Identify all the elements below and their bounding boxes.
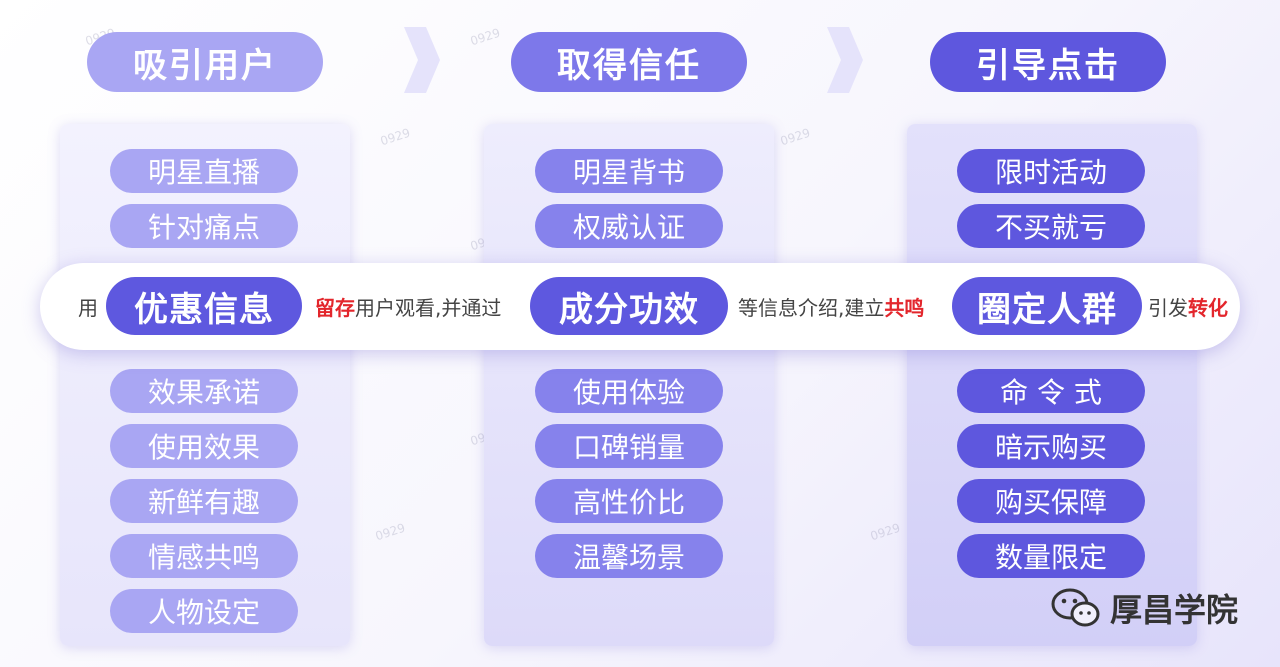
highlight-text: 留存 — [315, 296, 355, 320]
summary-text: 用户观看,并通过 — [355, 296, 502, 320]
brand-logo: 厚昌学院 — [1050, 585, 1238, 631]
tactic-pill: 明星背书 — [535, 149, 723, 193]
watermark: 0929 — [378, 125, 412, 149]
chevron-right-icon — [827, 27, 863, 93]
tactic-pill: 使用效果 — [110, 424, 298, 468]
stage-title-click: 引导点击 — [930, 32, 1166, 92]
tactic-pill: 人物设定 — [110, 589, 298, 633]
tactic-pill: 明星直播 — [110, 149, 298, 193]
highlight-pill-offer: 优惠信息 — [106, 277, 302, 335]
watermark: 0929 — [373, 520, 407, 544]
summary-text: 等信息介绍,建立共鸣 — [738, 292, 924, 321]
tactic-pill: 使用体验 — [535, 369, 723, 413]
summary-text: 引发 — [1148, 296, 1188, 320]
stage-title-trust: 取得信任 — [511, 32, 747, 92]
tactic-pill: 高性价比 — [535, 479, 723, 523]
tactic-pill: 购买保障 — [957, 479, 1145, 523]
summary-text: 用 — [78, 296, 98, 320]
highlight-pill-ingredients: 成分功效 — [530, 277, 728, 335]
wechat-icon — [1051, 588, 1100, 627]
tactic-pill: 口碑销量 — [535, 424, 723, 468]
summary-text: 引发转化 — [1148, 292, 1228, 321]
tactic-pill: 效果承诺 — [110, 369, 298, 413]
tactic-pill: 不买就亏 — [957, 204, 1145, 248]
highlight-text: 转化 — [1188, 296, 1228, 320]
tactic-pill: 命 令 式 — [957, 369, 1145, 413]
watermark: 0929 — [468, 25, 502, 49]
highlight-text: 共鸣 — [884, 296, 925, 320]
watermark: 0929 — [868, 520, 902, 544]
stage-title-attract: 吸引用户 — [87, 32, 323, 92]
tactic-pill: 限时活动 — [957, 149, 1145, 193]
tactic-pill: 新鲜有趣 — [110, 479, 298, 523]
tactic-pill: 针对痛点 — [110, 204, 298, 248]
tactic-pill: 温馨场景 — [535, 534, 723, 578]
tactic-pill: 暗示购买 — [957, 424, 1145, 468]
summary-text: 等信息介绍,建立 — [738, 296, 885, 320]
watermark: 0929 — [778, 125, 812, 149]
summary-text: 留存用户观看,并通过 — [315, 292, 501, 321]
highlight-pill-audience: 圈定人群 — [952, 277, 1142, 335]
chevron-right-icon — [404, 27, 440, 93]
tactic-pill: 权威认证 — [535, 204, 723, 248]
tactic-pill: 情感共鸣 — [110, 534, 298, 578]
tactic-pill: 数量限定 — [957, 534, 1145, 578]
brand-name: 厚昌学院 — [1110, 591, 1239, 629]
